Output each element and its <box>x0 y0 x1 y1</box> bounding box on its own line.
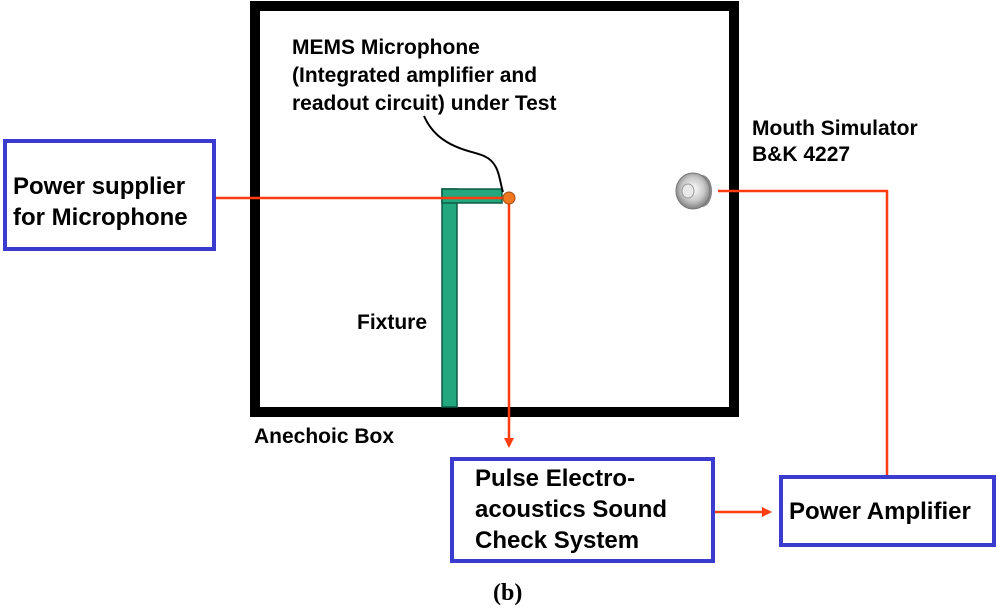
pulse-system-label: Pulse Electro- acoustics Sound Check Sys… <box>475 463 667 556</box>
anechoic-box <box>250 1 739 417</box>
mouth-simulator-label: Mouth Simulator B&K 4227 <box>752 116 918 168</box>
pulse-system-block <box>450 457 715 563</box>
mic-label: MEMS Microphone (Integrated amplifier an… <box>292 34 556 118</box>
power-supply-line-2: for Microphone <box>13 204 188 231</box>
mouth-label-line-2: B&K 4227 <box>752 143 851 166</box>
power-amplifier-block <box>779 475 996 547</box>
mic-label-line-3: readout circuit) under Test <box>292 92 557 115</box>
mic-label-line-2: (Integrated amplifier and <box>292 64 538 87</box>
mic-label-line-1: MEMS Microphone <box>292 36 480 59</box>
wire-amp-to-mouth <box>718 189 889 475</box>
pulse-line-2: acoustics Sound <box>475 496 668 523</box>
figure-caption: (b) <box>493 580 523 606</box>
fixture-label: Fixture <box>357 311 428 334</box>
mouth-simulator <box>675 172 712 210</box>
fixture-arm <box>441 188 503 204</box>
anechoic-box-label: Anechoic Box <box>254 425 395 448</box>
power-supply-line-1: Power supplier <box>13 173 186 200</box>
mic-pointer-line <box>423 115 504 193</box>
power-supply-block <box>3 139 216 251</box>
pulse-line-1: Pulse Electro- <box>475 465 636 492</box>
power-amplifier-label: Power Amplifier <box>789 498 971 525</box>
mouth-label-line-1: Mouth Simulator <box>752 117 918 140</box>
pulse-line-3: Check System <box>475 527 640 554</box>
fixture-vertical <box>441 188 458 408</box>
mems-microphone <box>502 191 516 205</box>
power-supply-label: Power supplier for Microphone <box>13 171 188 233</box>
